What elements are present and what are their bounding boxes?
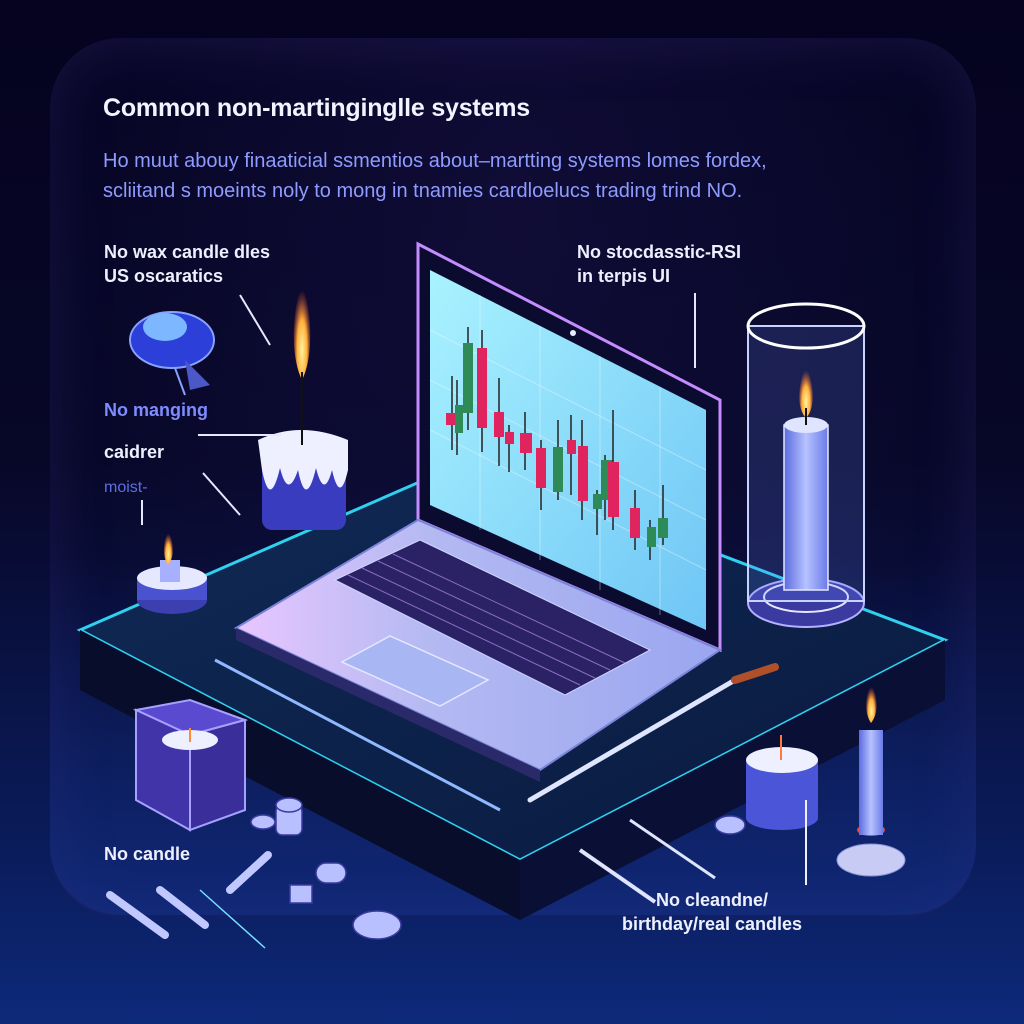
taper-candle [836,683,906,877]
subtitle-line-2: scliitand s moeints noly to mong in tnam… [103,180,743,202]
lamp-object [129,311,215,396]
callout-bottom-left: No candle [104,844,191,864]
box-candle [132,698,249,832]
callout-bottom-right-line2: birthday/real candles [622,914,803,934]
candlestick-chart [446,327,668,560]
callout-left-mid-line3: moist- [104,479,148,496]
callout-left-mid-line2: caidrer [104,442,165,462]
coins-and-tools [106,658,779,949]
poster-subtitle: Ho muut abouy finaaticial ssmentios abou… [103,146,933,206]
pillar-candle [746,735,818,885]
callout-left-mid-line1: No manging [104,400,208,420]
callout-top-right-line2: in terpis UI [577,266,671,286]
subtitle-line-1: Ho muut abouy finaaticial ssmentios abou… [103,150,767,172]
poster-title: Common non-martinginglle systems [103,94,530,122]
laptop [233,241,723,782]
wax-candle [198,280,348,530]
callout-top-left-line2: US oscaratics [104,266,224,286]
glass-candle [746,302,866,628]
callout-top-left-line1: No wax candle dles [104,242,271,262]
callout-top-left: No wax candle dles US oscaratics [104,240,270,288]
callout-bottom-right-line1: No cleandne/ [656,890,769,910]
callout-bottom-right: No cleandne/ birthday/real candles [622,888,802,936]
callout-top-right-line1: No stocdasstic-RSI [577,242,742,262]
callout-top-right: No stocdasstic-RSI in terpis UI [577,240,741,288]
tealight [137,500,207,614]
